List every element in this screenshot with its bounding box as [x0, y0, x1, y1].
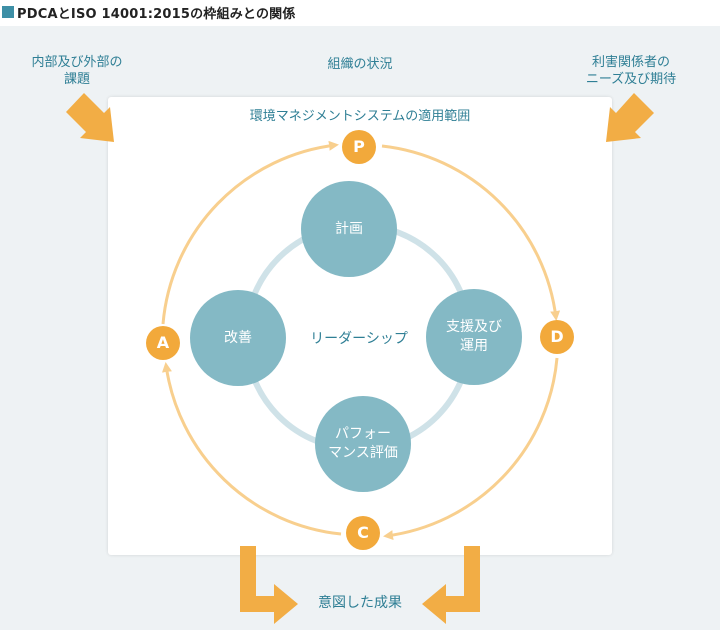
performance-evaluation-line1: パフォー [335, 426, 391, 442]
improvement-label: 改善 [224, 330, 252, 346]
improvement-node [190, 290, 286, 386]
phase-a-label: A [156, 333, 170, 352]
internal-external-issues-line2: 課題 [63, 72, 90, 87]
phase-d-circle [540, 320, 574, 354]
stakeholder-needs-label: 利害関係者の ニーズ及び期待 [556, 54, 706, 88]
phase-c-label: C [357, 523, 369, 542]
support-operation-label: 支援及び 運用 [430, 318, 518, 356]
phase-d-label: D [550, 327, 564, 346]
cycle-arc-c-to-a [162, 362, 342, 536]
intended-outcome-label: 意図した成果 [318, 595, 402, 611]
cycle-arc-d-to-c [383, 357, 559, 541]
internal-external-issues-line1: 内部及び外部の [31, 55, 123, 70]
support-operation-line2: 運用 [460, 338, 488, 354]
outcome-arrow-left-icon [240, 546, 298, 624]
ems-scope-label: 環境マネジメントシステムの適用範囲 [249, 109, 471, 124]
phase-c-circle [346, 516, 380, 550]
performance-evaluation-label: パフォー マンス評価 [315, 425, 411, 463]
performance-evaluation-node [315, 396, 411, 492]
title-marker [2, 6, 14, 18]
plan-label: 計画 [335, 221, 363, 237]
leadership-label: リーダーシップ [310, 331, 408, 347]
page-title: PDCAとISO 14001:2015の枠組みとの関係 [17, 6, 296, 22]
internal-external-issues-label: 内部及び外部の 課題 [12, 54, 142, 88]
stakeholder-needs-arrow-icon [606, 93, 654, 142]
outcome-arrow-right-icon [422, 546, 480, 624]
stakeholder-needs-line1: 利害関係者の [591, 55, 670, 70]
title-bar: PDCAとISO 14001:2015の枠組みとの関係 [0, 0, 720, 24]
plan-node [301, 181, 397, 277]
support-operation-node [426, 289, 522, 385]
cycle-arc-a-to-p [161, 140, 339, 325]
support-operation-line1: 支援及び [446, 319, 502, 335]
phase-p-label: P [353, 137, 365, 156]
phase-a-circle [146, 326, 180, 360]
internal-external-issues-arrow-icon [66, 93, 114, 142]
phase-p-circle [342, 130, 376, 164]
cycle-arc-p-to-d [381, 144, 561, 321]
stakeholder-needs-line2: ニーズ及び期待 [585, 72, 677, 87]
performance-evaluation-line2: マンス評価 [328, 445, 398, 461]
organization-context-label: 組織の状況 [327, 57, 393, 72]
